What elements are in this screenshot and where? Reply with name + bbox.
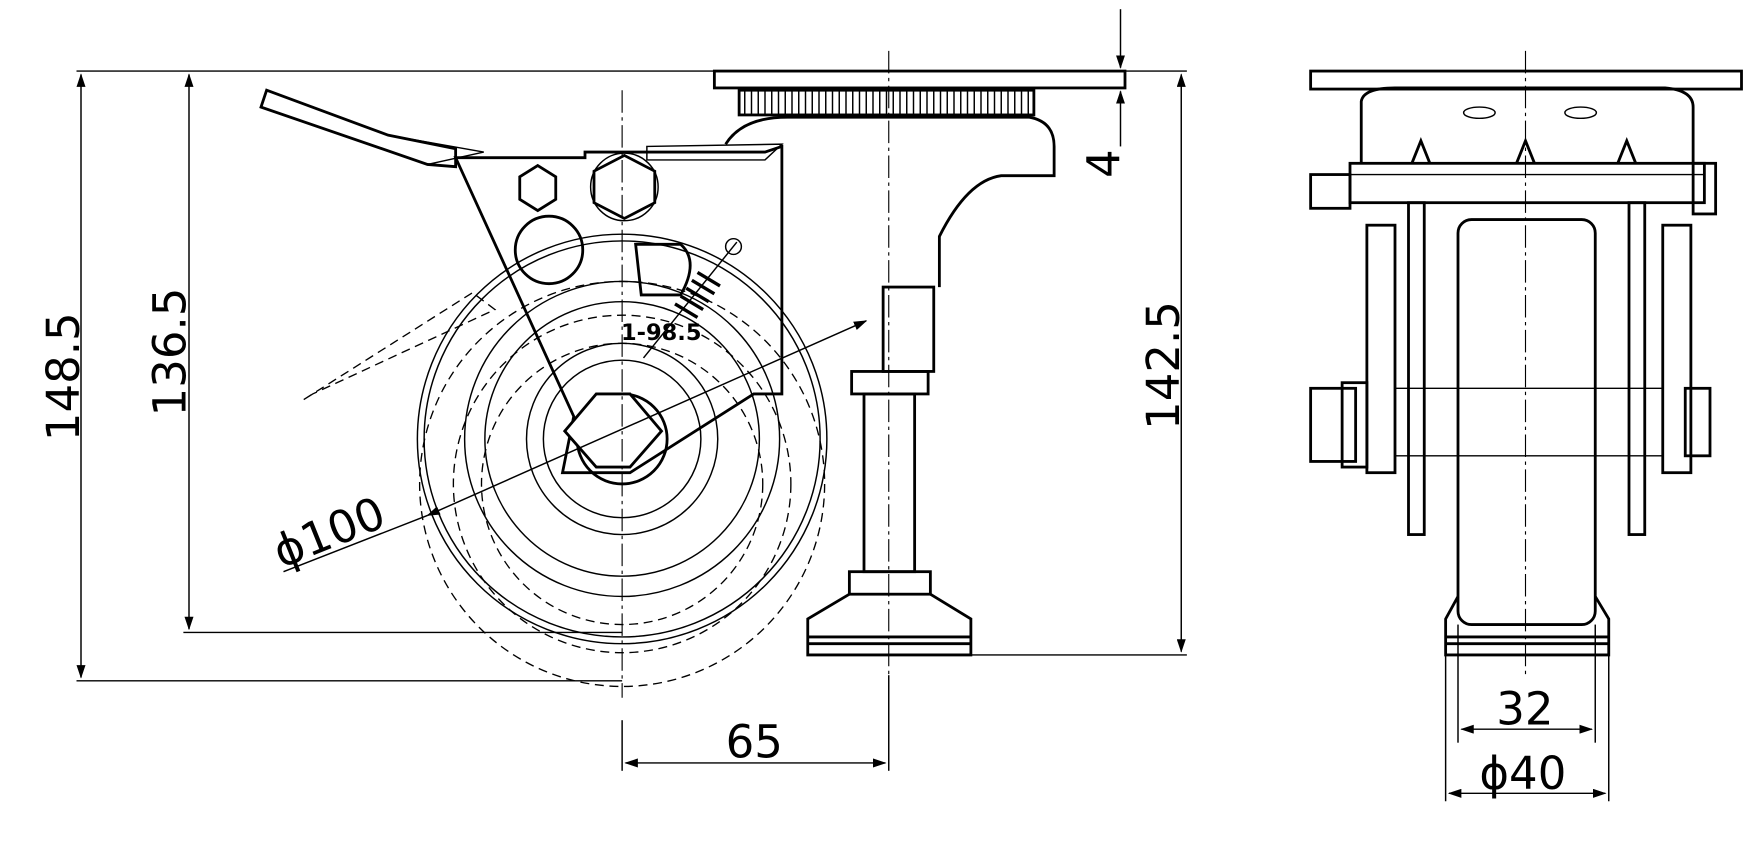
wheel-tread: [1456, 218, 1597, 626]
brake-lever: [259, 88, 458, 169]
dim-leveler-height: 142.5: [1137, 301, 1190, 430]
spring-label: 1-98.5: [621, 320, 702, 346]
leveler-foot: [1444, 595, 1611, 657]
brand-logo: [634, 242, 692, 297]
dim-tread-width: 32: [1496, 683, 1553, 736]
swivel-housing: [1359, 86, 1695, 164]
fork-top: [1348, 161, 1706, 205]
dimension-lines: [76, 9, 1187, 771]
brake-lever-released: [303, 291, 497, 401]
dim-offset: 65: [726, 715, 783, 768]
swivel-housing: [724, 115, 1056, 288]
fork-leg-right: [1627, 201, 1647, 536]
leveler-nut: [850, 370, 930, 396]
dim-wheel-diameter: ϕ100: [266, 486, 393, 578]
hex-nut: [518, 163, 558, 213]
dim-hub-width: ϕ40: [1479, 747, 1566, 800]
side-view: 1-98.5 148.5 1: [37, 9, 1190, 771]
hex-nut: [592, 153, 657, 221]
leveler-sleeve: [881, 285, 936, 373]
dim-wheel-height: 136.5: [144, 288, 197, 417]
axle-nut: [1309, 386, 1358, 463]
front-view: 32 ϕ40: [1309, 50, 1743, 802]
dim-plate-thickness: 4: [1077, 149, 1130, 178]
dim-overall-height: 148.5: [37, 312, 90, 441]
bolt-head: [1309, 173, 1352, 210]
fork-leg-left: [1407, 201, 1426, 536]
dimension-lines: [1444, 624, 1610, 802]
top-plate: [712, 69, 1127, 90]
